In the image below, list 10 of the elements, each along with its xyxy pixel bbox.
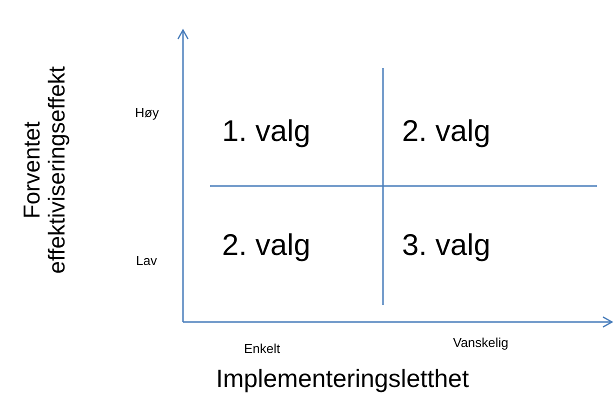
quadrant-label: 1. valg — [222, 115, 310, 148]
quadrant-label: 3. valg — [402, 229, 490, 262]
axis-title: Forventet effektiviseringseffekt — [20, 65, 70, 276]
axis-tick-label: Lav — [136, 254, 157, 268]
quadrant-label: 2. valg — [402, 115, 490, 148]
axis-tick-label: Enkelt — [244, 342, 280, 356]
axis-tick-label: Vanskelig — [453, 336, 508, 350]
axis-title: Implementeringsletthet — [216, 366, 469, 394]
quadrant-label: 2. valg — [222, 229, 310, 262]
axis-tick-label: Høy — [135, 106, 159, 120]
